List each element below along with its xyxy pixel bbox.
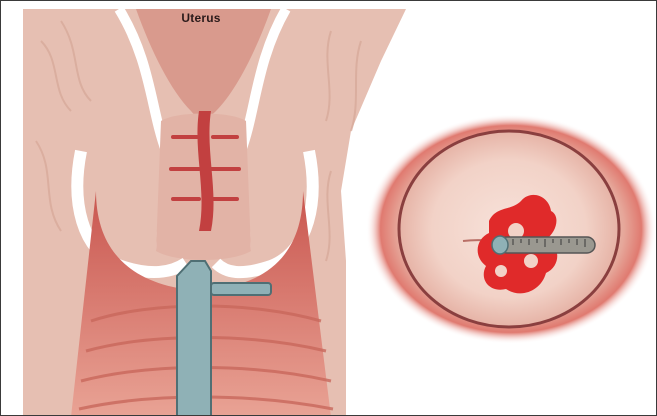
uterus-label: Uterus	[151, 11, 251, 25]
measuring-probe	[492, 236, 595, 254]
